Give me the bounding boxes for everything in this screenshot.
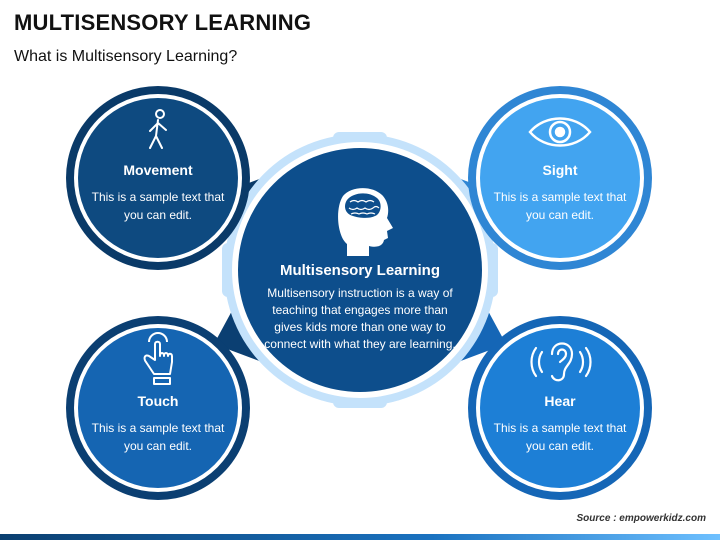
node-text-touch: This is a sample text that you can edit. xyxy=(91,421,225,453)
node-text-hear: This is a sample text that you can edit. xyxy=(493,421,627,453)
node-movement: Movement This is a sample text that you … xyxy=(83,162,233,224)
node-text-movement: This is a sample text that you can edit. xyxy=(91,190,225,222)
eye-icon xyxy=(528,117,592,147)
center-block: Multisensory Learning Multisensory instr… xyxy=(262,262,458,353)
bottom-accent-bar xyxy=(0,534,720,540)
center-label: Multisensory Learning xyxy=(279,262,441,279)
node-label-touch: Touch xyxy=(137,393,179,409)
node-label-movement: Movement xyxy=(123,162,193,178)
node-circle-hear xyxy=(468,316,652,500)
node-sight: Sight This is a sample text that you can… xyxy=(485,162,635,224)
page-title: MULTISENSORY LEARNING xyxy=(14,10,312,35)
node-hear: Hear This is a sample text that you can … xyxy=(485,393,635,455)
ear-icon xyxy=(530,342,592,382)
center-description: Multisensory instruction is a way of tea… xyxy=(264,286,456,351)
page-subtitle: What is Multisensory Learning? xyxy=(14,48,238,65)
walking-person-icon xyxy=(149,109,167,149)
node-circle-sight xyxy=(468,86,652,270)
node-text-sight: This is a sample text that you can edit. xyxy=(493,190,627,222)
brain-head-icon xyxy=(338,188,393,256)
node-label-sight: Sight xyxy=(542,162,578,178)
node-touch: Touch This is a sample text that you can… xyxy=(83,393,233,455)
node-label-hear: Hear xyxy=(544,393,576,409)
node-circle-touch xyxy=(66,316,250,500)
node-circle-movement xyxy=(66,86,250,270)
pointing-hand-icon xyxy=(143,332,173,385)
source-credit: Source : empowerkidz.com xyxy=(576,513,706,524)
